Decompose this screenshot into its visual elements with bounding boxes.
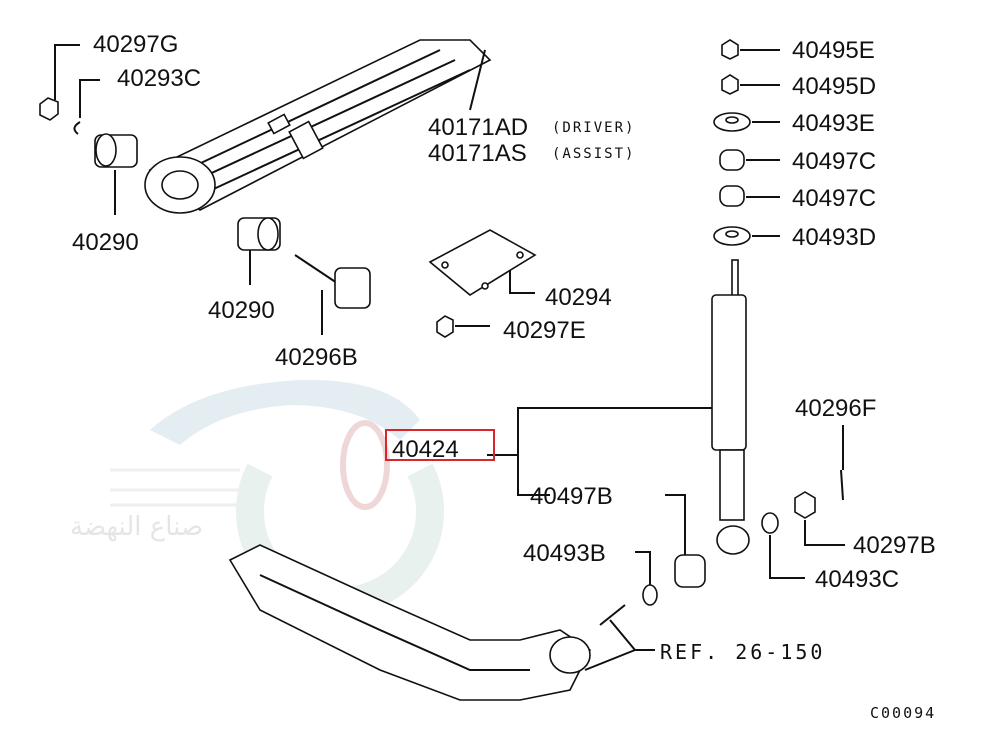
highlight-box	[385, 429, 495, 461]
nut-40297B	[794, 491, 816, 519]
label-40497B: 40497B	[530, 483, 613, 510]
label-40493B: 40493B	[523, 540, 606, 567]
washer-40493C	[761, 512, 779, 534]
label-assist: (ASSIST)	[552, 146, 635, 162]
washer-40493B	[642, 584, 658, 606]
shock-absorber-40424	[711, 259, 750, 555]
nut-40297G	[39, 97, 59, 121]
label-40171AS: 40171AS	[428, 140, 527, 167]
label-40493E: 40493E	[792, 110, 875, 137]
bolt-40296B	[294, 254, 371, 309]
bushing-40290-b	[237, 217, 281, 251]
label-40493D: 40493D	[792, 224, 876, 251]
label-driver: (DRIVER)	[552, 120, 635, 136]
watermark-text: صناع النهضة	[70, 512, 203, 542]
label-40171AD: 40171AD	[428, 114, 528, 141]
label-40495D: 40495D	[792, 73, 876, 100]
bolt-40296F	[840, 469, 844, 501]
label-40296B: 40296B	[275, 344, 358, 371]
leader-lines	[54, 44, 845, 671]
shock-mount-stack	[713, 39, 751, 246]
bolt-ref	[599, 604, 626, 626]
label-40296F: 40296F	[795, 395, 876, 422]
label-40290-b: 40290	[208, 297, 275, 324]
label-40297B: 40297B	[853, 532, 936, 559]
bushing-40497B	[674, 554, 706, 588]
label-40495E: 40495E	[792, 37, 875, 64]
leaf-spring	[144, 39, 492, 214]
label-40293C: 40293C	[117, 65, 201, 92]
label-40424[interactable]: 40424	[392, 436, 459, 463]
label-40493C: 40493C	[815, 566, 899, 593]
label-40497C-a: 40497C	[792, 148, 876, 175]
plate-40294	[428, 229, 537, 296]
diagram-code: C00094	[870, 704, 936, 722]
label-40290-a: 40290	[72, 229, 139, 256]
axle-frame	[228, 544, 592, 701]
label-40497C-b: 40497C	[792, 185, 876, 212]
label-40294: 40294	[545, 284, 612, 311]
bushing-40290-a	[94, 133, 138, 168]
clip-40293C	[73, 121, 81, 135]
label-40297E: 40297E	[503, 317, 586, 344]
nut-40297E	[436, 315, 454, 338]
label-40297G: 40297G	[93, 31, 178, 58]
label-ref: REF. 26-150	[660, 640, 825, 664]
